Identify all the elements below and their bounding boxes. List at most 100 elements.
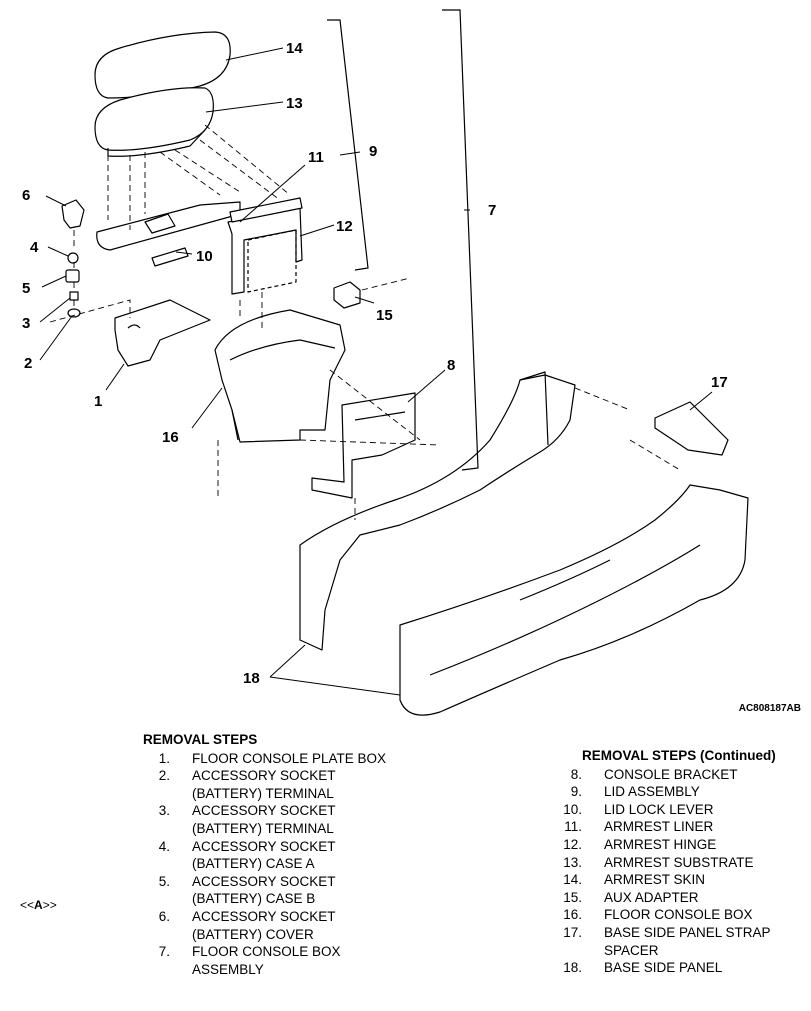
step-text: SPACER [604, 942, 659, 958]
callout-15: 15 [376, 307, 393, 324]
step-number: 16. [563, 907, 582, 923]
callout-7: 7 [488, 202, 496, 219]
removal-step-continuation: ASSEMBLY [143, 961, 403, 979]
step-number [555, 942, 582, 960]
step-number: 4. [158, 838, 170, 854]
removal-step: 12. ARMREST HINGE [555, 836, 811, 854]
removal-step: 18. BASE SIDE PANEL [555, 959, 811, 977]
step-text: ARMREST SUBSTRATE [604, 854, 754, 870]
removal-step: 8. CONSOLE BRACKET [555, 766, 811, 784]
base-side-panel-right-part [399, 484, 749, 716]
step-text: BASE SIDE PANEL STRAP [604, 924, 771, 940]
removal-steps-heading: REMOVAL STEPS [143, 732, 258, 747]
step-text: ARMREST SKIN [604, 872, 706, 888]
socket-case-b-part [65, 269, 80, 283]
step-text: ARMREST LINER [604, 819, 714, 835]
removal-step: 3. ACCESSORY SOCKET [143, 802, 403, 820]
callout-2: 2 [24, 355, 32, 372]
step-number [143, 890, 170, 908]
step-number [143, 961, 170, 979]
callout-11: 11 [308, 149, 324, 166]
removal-step-continuation: (BATTERY) COVER [143, 926, 403, 944]
callout-3: 3 [22, 315, 30, 332]
removal-step: 11. ARMREST LINER [555, 818, 811, 836]
removal-step-continuation: SPACER [555, 942, 811, 960]
removal-step-continuation: (BATTERY) CASE A [143, 855, 403, 873]
step-number: 18. [563, 960, 582, 976]
callout-8: 8 [447, 357, 455, 374]
socket-terminal-part [69, 291, 79, 301]
removal-step: 14.ARMREST SKIN [555, 871, 811, 889]
callout-13: 13 [286, 95, 303, 112]
service-point-marker: <<A>> [20, 898, 57, 912]
callout-9: 9 [369, 143, 377, 160]
step-text: CONSOLE BRACKET [604, 766, 738, 782]
step-text: (BATTERY) CASE A [192, 856, 315, 872]
step-text: FLOOR CONSOLE BOX [604, 907, 753, 923]
step-number: 3. [158, 803, 170, 819]
step-text: (BATTERY) COVER [192, 926, 314, 942]
removal-step: 4. ACCESSORY SOCKET [143, 838, 403, 856]
step-text: ARMREST HINGE [604, 836, 717, 852]
aux-adapter-part [333, 281, 361, 309]
removal-step-continuation: (BATTERY) CASE B [143, 890, 403, 908]
step-number: 1. [158, 750, 170, 766]
step-text: (BATTERY) TERMINAL [192, 785, 334, 801]
step-number [143, 820, 170, 838]
removal-steps-continued-list: REMOVAL STEPS (Continued) 8. CONSOLE BRAC… [555, 747, 811, 977]
strap-spacer-part [654, 401, 729, 456]
step-text: (BATTERY) CASE B [192, 891, 316, 907]
socket-cover-part [61, 199, 85, 229]
step-text: ACCESSORY SOCKET [192, 908, 336, 924]
step-text: (BATTERY) TERMINAL [192, 820, 334, 836]
removal-step: 16. FLOOR CONSOLE BOX [555, 906, 811, 924]
step-number: 7. [158, 944, 170, 960]
callout-18: 18 [243, 670, 260, 687]
step-number [143, 926, 170, 944]
step-number: 13. [563, 854, 582, 870]
callout-4: 4 [30, 239, 39, 256]
callout-10: 10 [196, 248, 213, 265]
callout-6: 6 [22, 187, 30, 204]
step-text: LID LOCK LEVER [604, 801, 714, 817]
step-number [143, 785, 170, 803]
step-number: 10. [563, 801, 582, 817]
step-number: 15. [563, 889, 582, 905]
callout-5: 5 [22, 280, 30, 297]
step-number: 6. [158, 908, 170, 924]
removal-step-continuation: (BATTERY) TERMINAL [143, 785, 403, 803]
armrest-skin-part [94, 31, 231, 99]
callout-16: 16 [162, 429, 179, 446]
step-text: FLOOR CONSOLE BOX [192, 944, 341, 960]
removal-steps-continued-heading: REMOVAL STEPS (Continued) [582, 748, 776, 763]
step-text: BASE SIDE PANEL [604, 960, 723, 976]
step-text: ACCESSORY SOCKET [192, 803, 336, 819]
removal-step: 6. ACCESSORY SOCKET [143, 908, 403, 926]
removal-step: 13. ARMREST SUBSTRATE [555, 854, 811, 872]
step-number: 12. [563, 836, 582, 852]
step-text: ASSEMBLY [192, 961, 264, 977]
step-text: FLOOR CONSOLE PLATE BOX [192, 750, 387, 766]
lid-assembly-bracket [327, 19, 369, 271]
floor-console-plate-box-part [114, 299, 211, 367]
step-text: LID ASSEMBLY [604, 784, 700, 800]
step-text: ACCESSORY SOCKET [192, 768, 336, 784]
removal-step: 1. FLOOR CONSOLE PLATE BOX [143, 750, 403, 768]
step-number: 11. [564, 819, 582, 835]
console-box-assembly-bracket [442, 9, 479, 471]
step-number: 17. [563, 924, 582, 940]
removal-step: 17. BASE SIDE PANEL STRAP [555, 924, 811, 942]
step-number: 9. [570, 784, 582, 800]
socket-case-a-part [67, 252, 79, 264]
step-number [143, 855, 170, 873]
removal-step: 15.AUX ADAPTER [555, 889, 811, 907]
socket-terminal-ring-part [67, 308, 81, 318]
removal-step: 7. FLOOR CONSOLE BOX [143, 943, 403, 961]
removal-step: 5.ACCESSORY SOCKET [143, 873, 403, 891]
step-text: ACCESSORY SOCKET [192, 873, 336, 889]
callout-14: 14 [286, 40, 303, 57]
step-number: 8. [570, 766, 582, 782]
figure-code: AC808187AB [738, 703, 801, 714]
step-text: ACCESSORY SOCKET [192, 838, 336, 854]
